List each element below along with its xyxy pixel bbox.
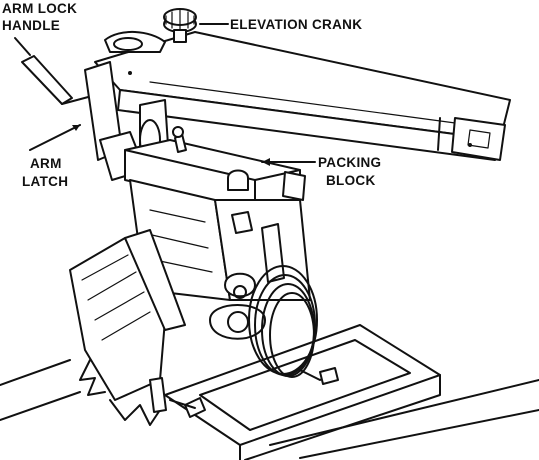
label-arm-lock-line2: HANDLE: [2, 18, 60, 33]
label-arm-latch-line1: ARM: [30, 156, 62, 171]
arm-lock-handle: [22, 56, 92, 104]
label-packing-line1: PACKING: [318, 155, 381, 170]
label-arm-latch-line2: LATCH: [22, 174, 68, 189]
base-table: [165, 325, 440, 460]
label-packing-line2: BLOCK: [326, 173, 376, 188]
label-elevation-crank: ELEVATION CRANK: [230, 17, 362, 32]
label-arm-lock-line1: ARM LOCK: [2, 1, 77, 16]
